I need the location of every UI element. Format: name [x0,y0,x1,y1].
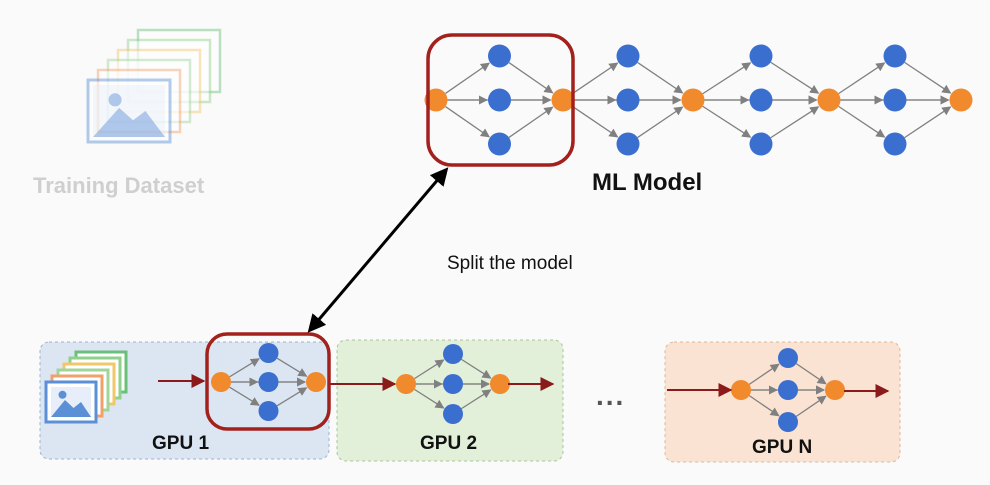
image-frame [136,28,222,94]
image-inner [93,85,165,137]
ml-model-network [424,44,973,156]
network-edge [702,105,752,138]
hidden-node [443,404,463,424]
hidden-node [749,88,773,112]
hidden-node [883,132,907,156]
network-edge [904,106,952,139]
gpu-1-segment-highlight [205,332,331,431]
gpu-n-panel [664,341,901,463]
hidden-node [616,132,640,156]
split-label: Split the model [447,253,573,274]
network-edge [795,363,827,385]
hidden-node [488,44,511,68]
hidden-node [258,343,279,363]
hidden-node [883,88,907,112]
image-frame [106,58,192,124]
network-edge [770,61,820,94]
model-segment-highlight [426,33,575,167]
network-edge [748,395,780,417]
hidden-node [443,344,463,364]
input-node [211,372,231,392]
network-edge [637,61,684,94]
hidden-node [749,132,773,156]
gpu-1-label: GPU 1 [152,433,210,454]
image-frame [116,48,202,114]
hidden-node [616,88,640,112]
output-node [681,88,705,112]
network-edge [572,105,619,138]
gpu-2-network [396,344,510,424]
training-dataset-label: Training Dataset [33,173,205,198]
gpu-2-panel [336,339,564,462]
hidden-node [778,348,798,368]
input-node [731,380,751,400]
mountain-shape [93,107,165,137]
network-edge [770,106,820,139]
network-edge [637,106,684,139]
output-node [949,88,973,112]
image-frame [126,38,212,104]
network-edge [795,395,827,417]
hidden-node [778,380,798,400]
input-node [396,374,416,394]
ellipsis: ... [596,380,626,411]
sun-shape [58,390,67,399]
hidden-node [616,44,640,68]
gpu-n-label: GPU N [752,437,813,458]
gpu-1-network [211,343,326,421]
hidden-node [258,372,279,392]
output-node [551,88,575,112]
split-double-arrow [307,167,449,333]
network-edge [276,387,308,407]
gpu-1-input-image-stack-icon [44,350,128,424]
network-edge [461,358,492,379]
hidden-node [488,88,511,112]
hidden-node [443,374,463,394]
output-node [306,372,326,392]
image-frame [96,68,182,134]
network-edge [838,62,886,95]
output-node [817,88,841,112]
hidden-node [258,401,279,421]
network-edge [414,359,445,380]
network-edge [229,386,260,406]
output-node [490,374,510,394]
gpu-2-label: GPU 2 [420,433,478,454]
network-edge [461,389,492,410]
network-edge [414,388,445,409]
image-frame [86,78,172,144]
ml-model-label: ML Model [592,169,703,196]
network-edge [702,62,752,95]
network-edge [508,106,554,138]
network-edge [445,62,490,94]
hidden-node [749,44,773,68]
network-edge [748,363,780,385]
mountain-shape [51,400,91,417]
network-edge [508,62,554,94]
network-edge [904,61,952,94]
network-edge [572,62,619,95]
hidden-node [778,412,798,432]
hidden-node [883,44,907,68]
input-node [424,88,448,112]
network-edge [229,358,260,378]
output-node [825,380,845,400]
sun-shape [108,93,122,107]
network-edge [838,105,886,138]
network-edge [445,106,490,138]
network-edge [276,357,308,377]
gpu-n-network [731,348,845,432]
hidden-node [488,132,511,156]
dataset-image-stack-icon [86,28,222,144]
